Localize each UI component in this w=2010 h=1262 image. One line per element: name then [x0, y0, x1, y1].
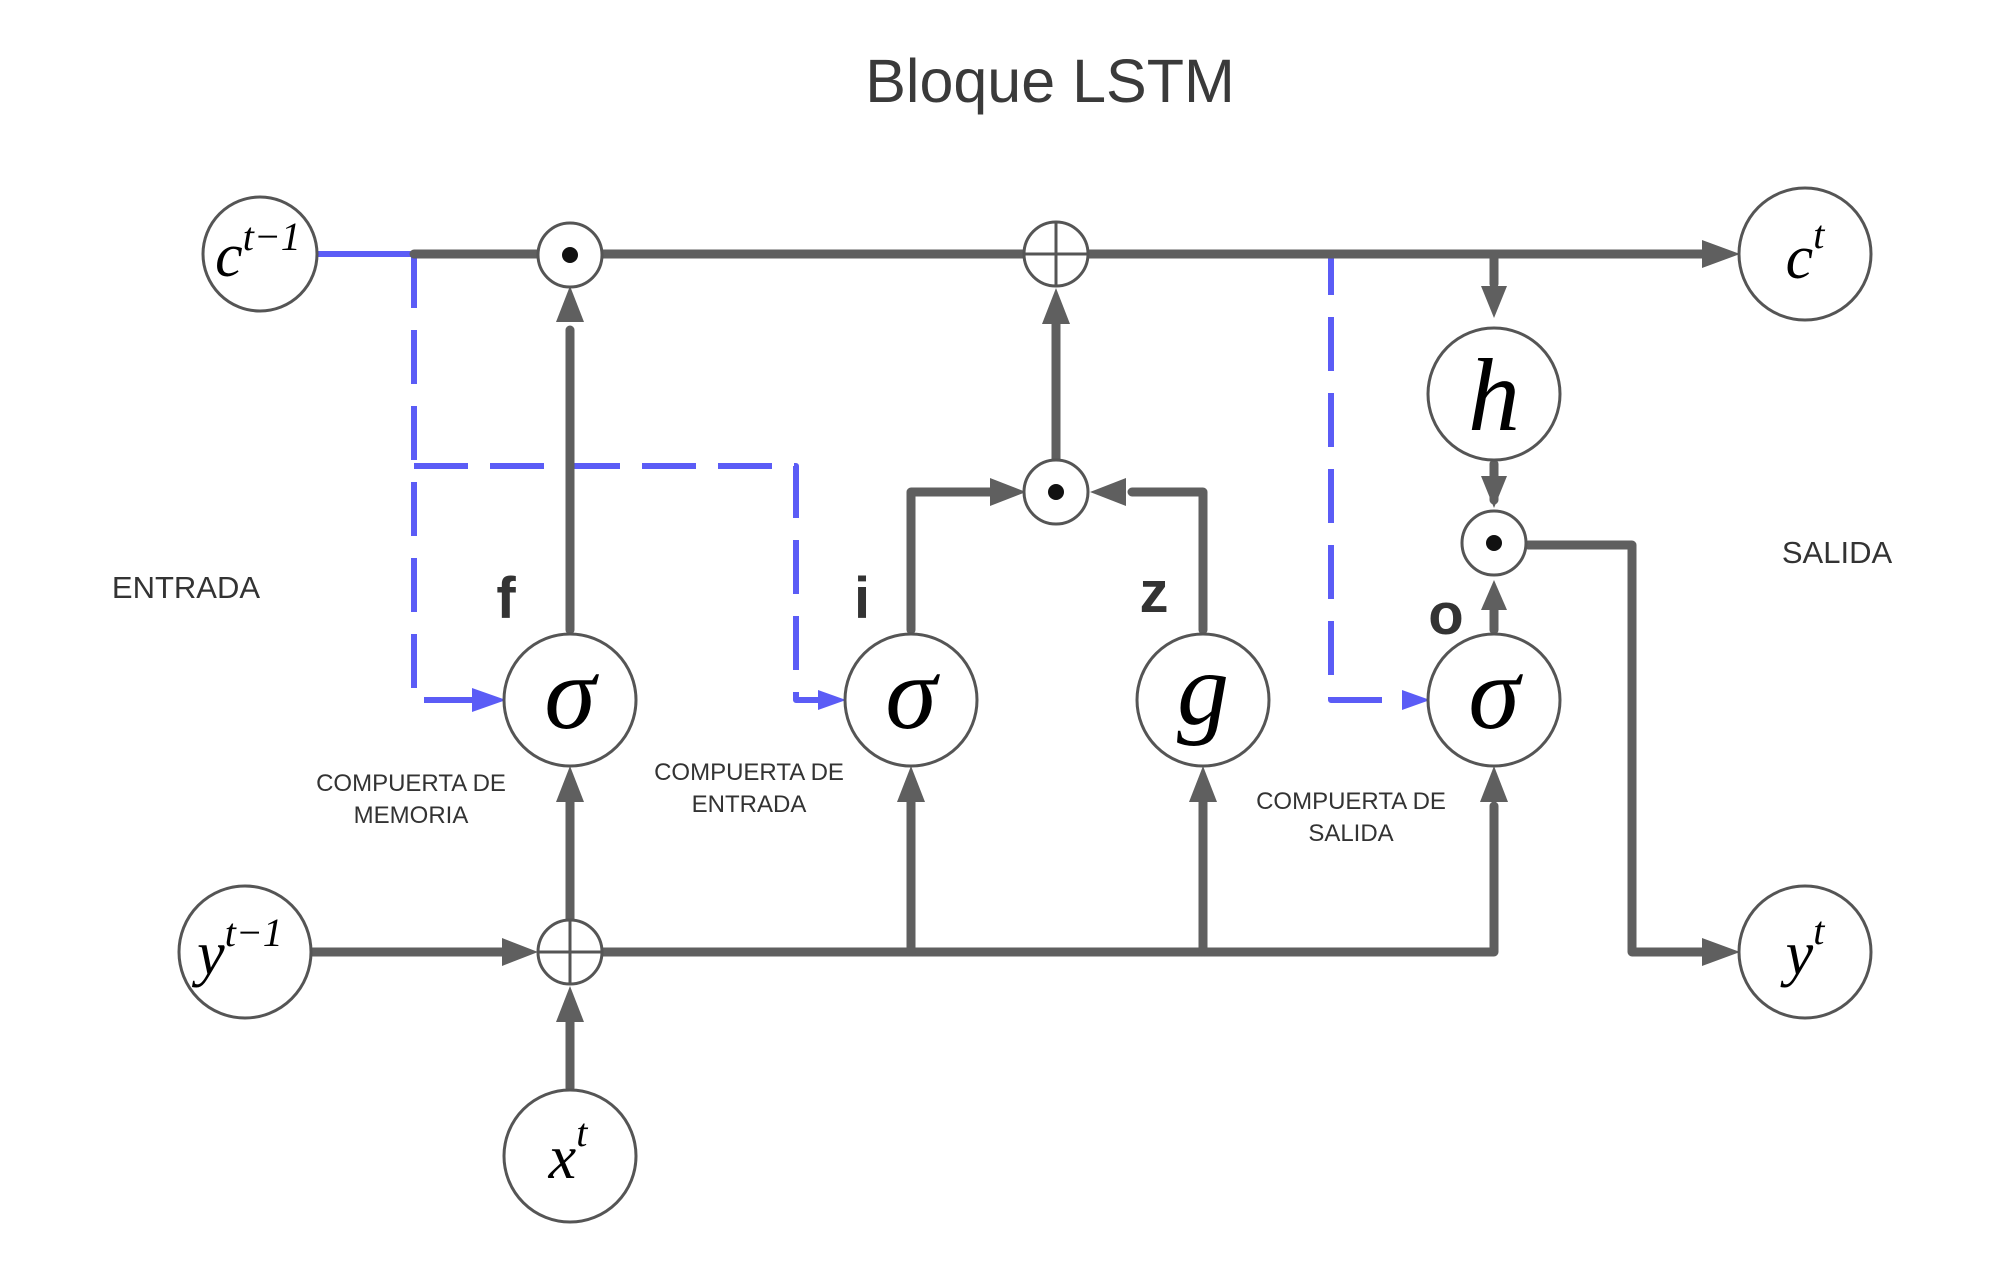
y-prev-label: yt−1 [191, 910, 283, 988]
arrow-to-yout [1702, 938, 1740, 966]
arrow-mult-to-sum [1042, 288, 1070, 324]
arrow-to-g [1189, 766, 1217, 802]
multiply-dot-icon [562, 247, 578, 263]
peephole-arrow-output [1402, 690, 1430, 710]
arrow-o-to-mult [1481, 580, 1507, 610]
arrow-to-forget-sigma [556, 766, 584, 802]
sum-cell-node [1022, 220, 1090, 288]
forget-gate-caption-line2: MEMORIA [354, 802, 469, 829]
peephole-arrow-input [818, 690, 846, 710]
candidate-node: g [1135, 632, 1271, 768]
peephole-to-output-gate [1090, 251, 1404, 703]
mult-forget-node [536, 221, 604, 289]
x-in-label: xt [548, 1110, 589, 1192]
input-gate-caption-line1: COMPUERTA DE [654, 759, 844, 786]
c-prev-node: ct−1 [201, 195, 319, 313]
output-gate-caption-line2: SALIDA [1308, 820, 1393, 847]
arrow-to-cout [1702, 240, 1740, 268]
arrowheads [502, 240, 1740, 1022]
input-side-label: ENTRADA [112, 570, 260, 605]
arrow-yprev-to-sum [502, 938, 538, 966]
wire-g-to-mult [1127, 487, 1208, 635]
forget-gate-node: σ [502, 632, 638, 768]
wire-mult-to-yout [1523, 540, 1715, 957]
h-node: h [1426, 326, 1562, 462]
arrow-h-to-mult [1481, 476, 1507, 508]
peephole-arrow-forget [472, 688, 506, 712]
plus-icon [1024, 222, 1088, 286]
y-out-node: yt [1737, 884, 1873, 1020]
input-gate-node: σ [843, 632, 979, 768]
c-out-label: ct [1786, 212, 1826, 292]
h-symbol: h [1468, 338, 1520, 453]
output-gate-symbol: σ [1468, 636, 1523, 751]
peephole-connections [316, 251, 1430, 712]
forget-gate-caption-line1: COMPUERTA DE [316, 770, 506, 797]
output-gate-node: σ [1426, 632, 1562, 768]
arrow-to-h [1481, 286, 1507, 318]
candidate-letter: z [1140, 560, 1169, 625]
multiply-dot-icon [1486, 535, 1502, 551]
arrow-g-to-mult [1090, 478, 1126, 506]
y-out-label: yt [1780, 908, 1826, 988]
arrow-i-to-mult [990, 478, 1026, 506]
sum-input-node [536, 918, 604, 986]
c-out-node: ct [1737, 186, 1873, 322]
arrow-xt-to-sum [556, 986, 584, 1022]
wire-i-to-mult [906, 487, 1005, 635]
forget-gate-letter: f [496, 566, 516, 631]
output-gate-caption-line1: COMPUERTA DE [1256, 788, 1446, 815]
mult-input-node [1022, 458, 1090, 526]
output-gate-letter: o [1428, 582, 1463, 647]
wire-input-bus [597, 801, 1499, 957]
main-wires [307, 249, 1715, 1093]
output-side-label: SALIDA [1782, 535, 1893, 570]
arrow-to-input-sigma [897, 766, 925, 802]
candidate-symbol: g [1177, 632, 1229, 747]
y-prev-node: yt−1 [177, 884, 313, 1020]
input-gate-letter: i [854, 566, 870, 631]
multiply-dot-icon [1048, 484, 1064, 500]
diagram-title: Bloque LSTM [865, 47, 1235, 115]
forget-gate-symbol: σ [544, 636, 599, 751]
peephole-to-input-gate [414, 463, 824, 703]
mult-output-node [1460, 509, 1528, 577]
arrow-to-output-sigma [1480, 766, 1508, 802]
input-gate-caption-line2: ENTRADA [692, 791, 807, 818]
plus-icon [538, 920, 602, 984]
c-prev-label: ct−1 [215, 214, 301, 290]
x-in-node: xt [502, 1088, 638, 1224]
peephole-to-forget-gate [411, 254, 476, 703]
arrow-f-to-mult [556, 286, 584, 322]
input-gate-symbol: σ [885, 636, 940, 751]
